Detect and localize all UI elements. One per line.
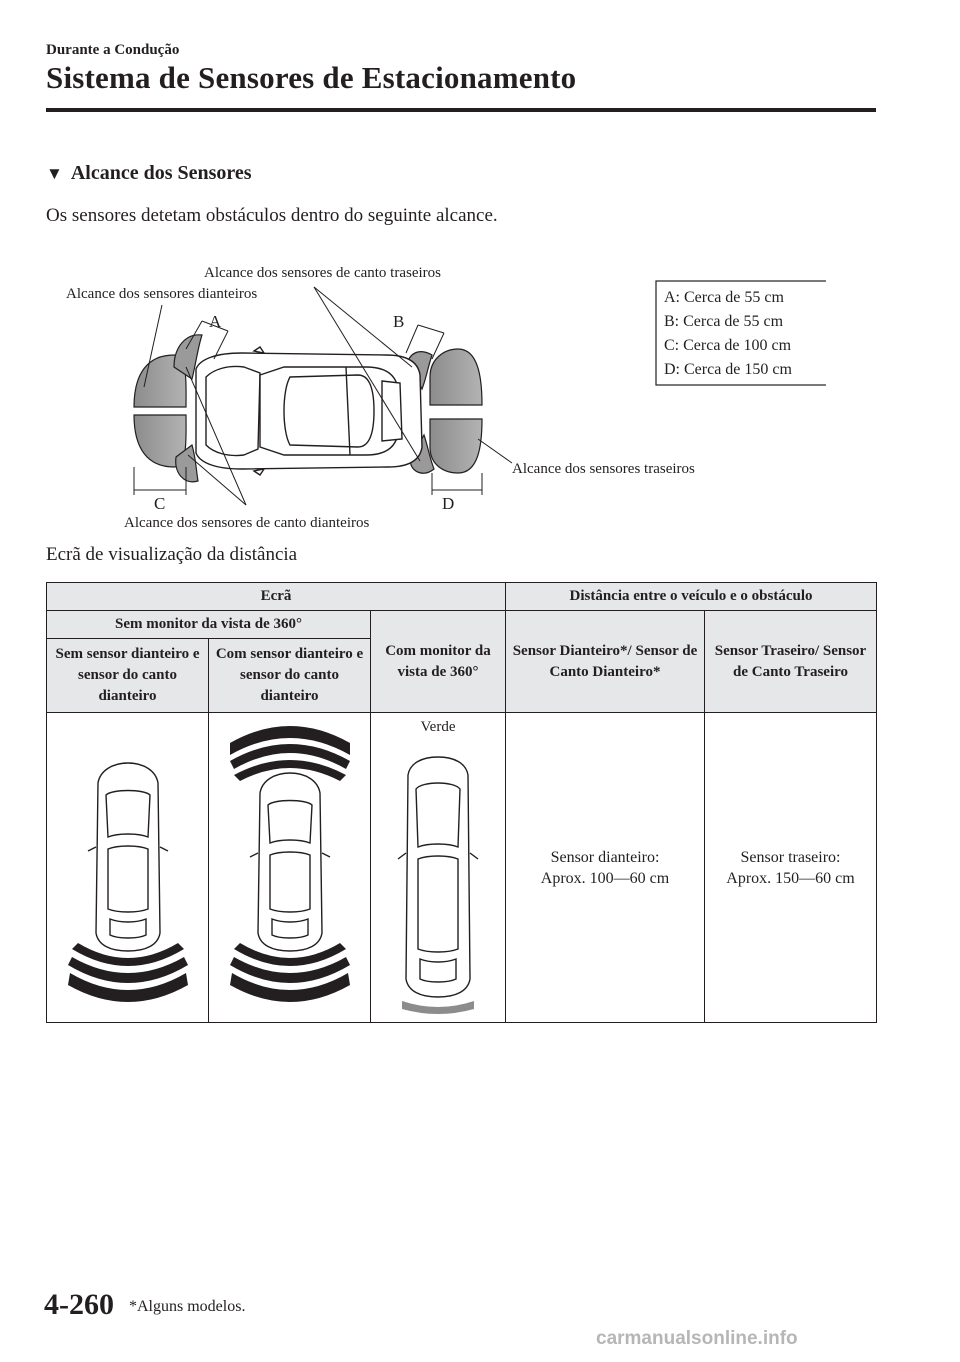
label-front-corner-range: Alcance dos sensores de canto dianteiros — [124, 515, 369, 531]
header-distance: Distância entre o veículo e o obstáculo — [504, 582, 878, 611]
front-sensor-range-lobe — [133, 354, 187, 408]
subsection-title: Alcance dos Sensores — [70, 162, 252, 184]
front-sensor-range-lobe — [133, 414, 187, 468]
display-caption: Ecrã de visualização da distância — [46, 544, 298, 565]
header-no-front-sensor: Sem sensor dianteiro e sensor do canto d… — [46, 638, 209, 713]
display-icon-no-front — [46, 712, 209, 1023]
label-rear-corner-range: Alcance dos sensores de canto traseiros — [204, 265, 441, 281]
legend-item: B: Cerca de 55 cm — [664, 313, 784, 330]
green-distance-bar — [401, 1001, 474, 1014]
header-with-front-sensor: Com sensor dianteiro e sensor do canto d… — [208, 638, 371, 713]
intro-paragraph: Os sensores detetam obstáculos dentro do… — [46, 205, 498, 226]
color-label-green: Verde — [420, 719, 456, 735]
dim-letter-b: B — [393, 312, 404, 331]
subsection-heading: ▼ Alcance dos Sensores — [46, 162, 252, 185]
distance-display-table: Ecrã Distância entre o veículo e o obstá… — [46, 582, 878, 1023]
front-distance-value: Aprox. 100—60 cm — [540, 869, 670, 887]
page-number: 4-260 — [44, 1288, 114, 1321]
car-green-bar-icon — [397, 756, 478, 1014]
display-icon-with-front — [208, 712, 371, 1023]
rear-distance-cell: Sensor traseiro: Aprox. 150—60 cm — [703, 712, 878, 1023]
legend-item: A: Cerca de 55 cm — [664, 289, 785, 306]
rear-corner-range-lobe — [409, 433, 435, 474]
rear-corner-range-lobe — [407, 351, 433, 391]
label-front-range: Alcance dos sensores dianteiros — [66, 286, 257, 302]
header-with-360: Com monitor da vista de 360° — [370, 610, 506, 713]
label-rear-range: Alcance dos sensores traseiros — [512, 461, 695, 477]
section-kicker: Durante a Condução — [46, 42, 180, 58]
rear-sensor-range-lobe — [429, 348, 483, 406]
front-corner-range-lobe — [173, 334, 203, 380]
triangle-down-icon: ▼ — [46, 164, 63, 183]
sensor-range-diagram: A B C D Alcance dos sensores dianteiros … — [66, 265, 826, 531]
dim-letter-d: D — [442, 494, 454, 513]
legend-item: D: Cerca de 150 cm — [664, 361, 793, 378]
car-front-rear-bars-icon — [229, 726, 350, 1002]
front-corner-range-lobe — [175, 443, 199, 483]
rear-sensor-range-lobe — [429, 418, 483, 474]
watermark: carmanualsonline.info — [596, 1328, 798, 1349]
display-icon-360: Verde — [370, 712, 506, 1023]
header-front-sensor: Sensor Dianteiro*/ Sensor de Canto Diant… — [505, 610, 705, 713]
front-distance-label: Sensor dianteiro: — [550, 848, 660, 866]
rear-distance-label: Sensor traseiro: — [740, 848, 841, 866]
header-rear-sensor: Sensor Traseiro/ Sensor de Canto Traseir… — [703, 610, 878, 713]
chapter-title: Sistema de Sensores de Estacionamento — [46, 60, 577, 95]
header-rule — [46, 108, 876, 112]
dim-letter-a: A — [209, 312, 222, 331]
front-distance-cell: Sensor dianteiro: Aprox. 100—60 cm — [505, 712, 705, 1023]
legend-item: C: Cerca de 100 cm — [664, 337, 792, 354]
footnote: *Alguns modelos. — [129, 1298, 246, 1315]
car-top-view — [195, 346, 423, 476]
car-rear-bars-icon — [67, 762, 188, 1002]
dim-letter-c: C — [154, 494, 165, 513]
legend-box — [655, 280, 826, 386]
rear-distance-value: Aprox. 150—60 cm — [726, 869, 855, 887]
header-screen: Ecrã — [46, 582, 506, 611]
header-no-360: Sem monitor da vista de 360° — [46, 610, 371, 639]
